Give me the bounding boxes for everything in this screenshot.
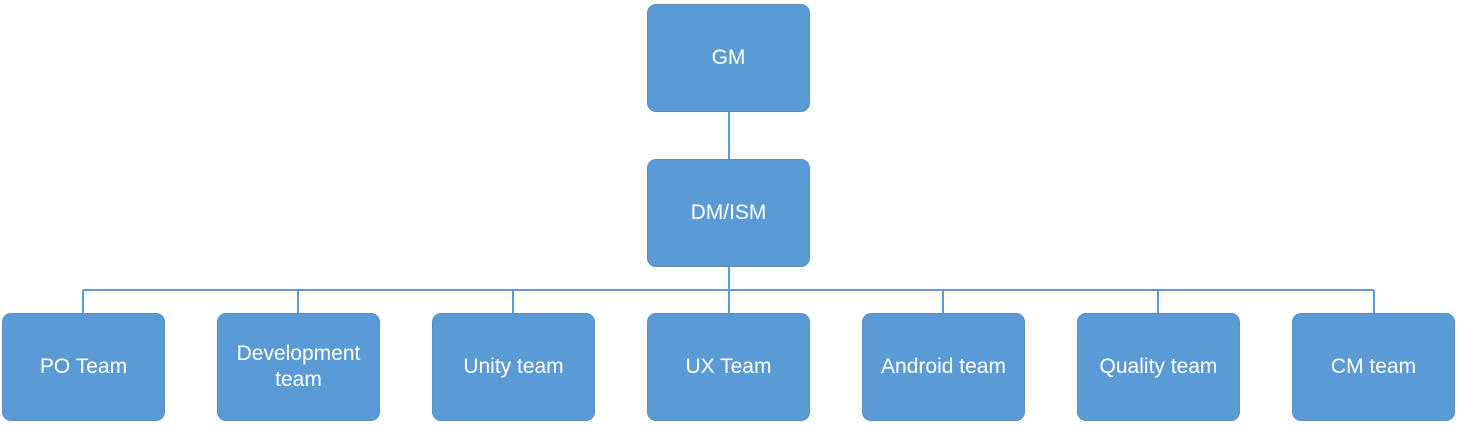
node-gm-label: GM xyxy=(711,46,746,69)
node-cm-team: CM team xyxy=(1292,313,1455,421)
node-android-team-label: Android team xyxy=(881,355,1006,378)
node-dm-ism: DM/ISM xyxy=(647,159,810,267)
node-ux-team-label: UX Team xyxy=(685,355,772,378)
node-quality-team: Quality team xyxy=(1077,313,1240,421)
node-cm-team-label: CM team xyxy=(1330,355,1417,378)
node-po-team-label: PO Team xyxy=(39,355,128,378)
node-gm: GM xyxy=(647,4,810,112)
node-ux-team: UX Team xyxy=(647,313,810,421)
node-development-team-label: Development team xyxy=(236,342,361,391)
node-development-team: Development team xyxy=(217,313,380,421)
node-quality-team-label: Quality team xyxy=(1099,355,1218,378)
node-dm-ism-label: DM/ISM xyxy=(690,201,767,224)
node-android-team: Android team xyxy=(862,313,1025,421)
node-po-team: PO Team xyxy=(2,313,165,421)
node-unity-team-label: Unity team xyxy=(463,355,564,378)
node-unity-team: Unity team xyxy=(432,313,595,421)
